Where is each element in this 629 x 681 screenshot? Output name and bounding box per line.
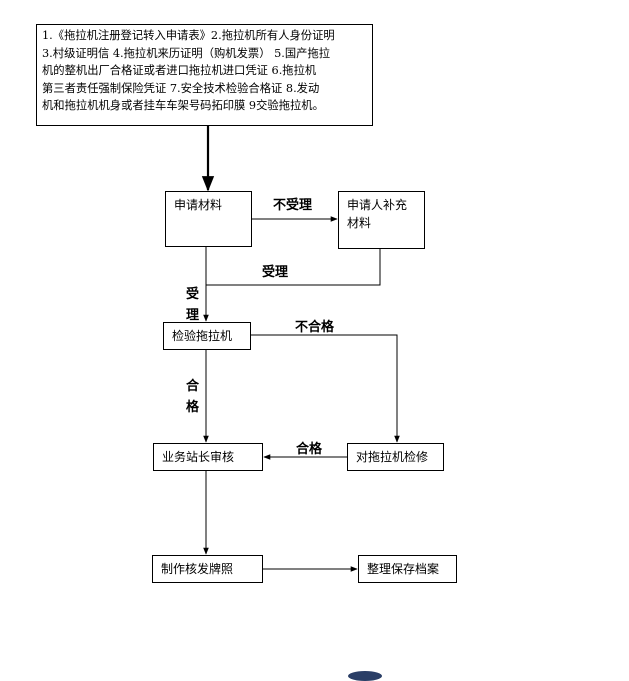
- archive-node: 整理保存档案: [358, 555, 457, 583]
- label-qualified-after-repair: 合格: [296, 442, 323, 457]
- requirements-line-3: 机的整机出厂合格证或者进口拖拉机进口凭证 6.拖拉机: [42, 64, 317, 77]
- requirements-line-1: 1.《拖拉机注册登记转入申请表》2.拖拉机所有人身份证明: [42, 29, 335, 42]
- requirements-line-5: 机和拖拉机机身或者挂车车架号码拓印膜 9交验拖拉机。: [42, 99, 324, 112]
- repair-tractor-node: 对拖拉机检修: [347, 443, 444, 471]
- supplement-line-2: 材料: [347, 216, 372, 230]
- inspect-tractor-node: 检验拖拉机: [163, 322, 251, 350]
- label-not-accepted: 不受理: [273, 198, 313, 213]
- requirements-line-2: 3.村级证明信 4.拖拉机来历证明（购机发票） 5.国产拖拉: [42, 46, 331, 60]
- label-unqualified: 不合格: [295, 320, 335, 335]
- line-supplement-return: [206, 249, 381, 286]
- decorative-blob: [348, 671, 382, 681]
- apply-materials-node: 申请材料: [165, 191, 252, 247]
- issue-plate-node: 制作核发牌照: [152, 555, 263, 583]
- station-review-node: 业务站长审核: [153, 443, 263, 471]
- requirements-box: 1.《拖拉机注册登记转入申请表》2.拖拉机所有人身份证明 3.村级证明信 4.拖…: [36, 24, 373, 126]
- supplement-materials-node: 申请人补充 材料: [338, 191, 425, 249]
- label-accepted-return: 受理: [262, 265, 289, 280]
- requirements-line-4: 第三者责任强制保险凭证 7.安全技术检验合格证 8.发动: [42, 81, 320, 95]
- arrow-inspect-to-repair: [251, 334, 400, 443]
- label-accepted: 受理: [186, 287, 200, 323]
- label-qualified: 合格: [186, 379, 200, 415]
- supplement-line-1: 申请人补充: [347, 198, 408, 212]
